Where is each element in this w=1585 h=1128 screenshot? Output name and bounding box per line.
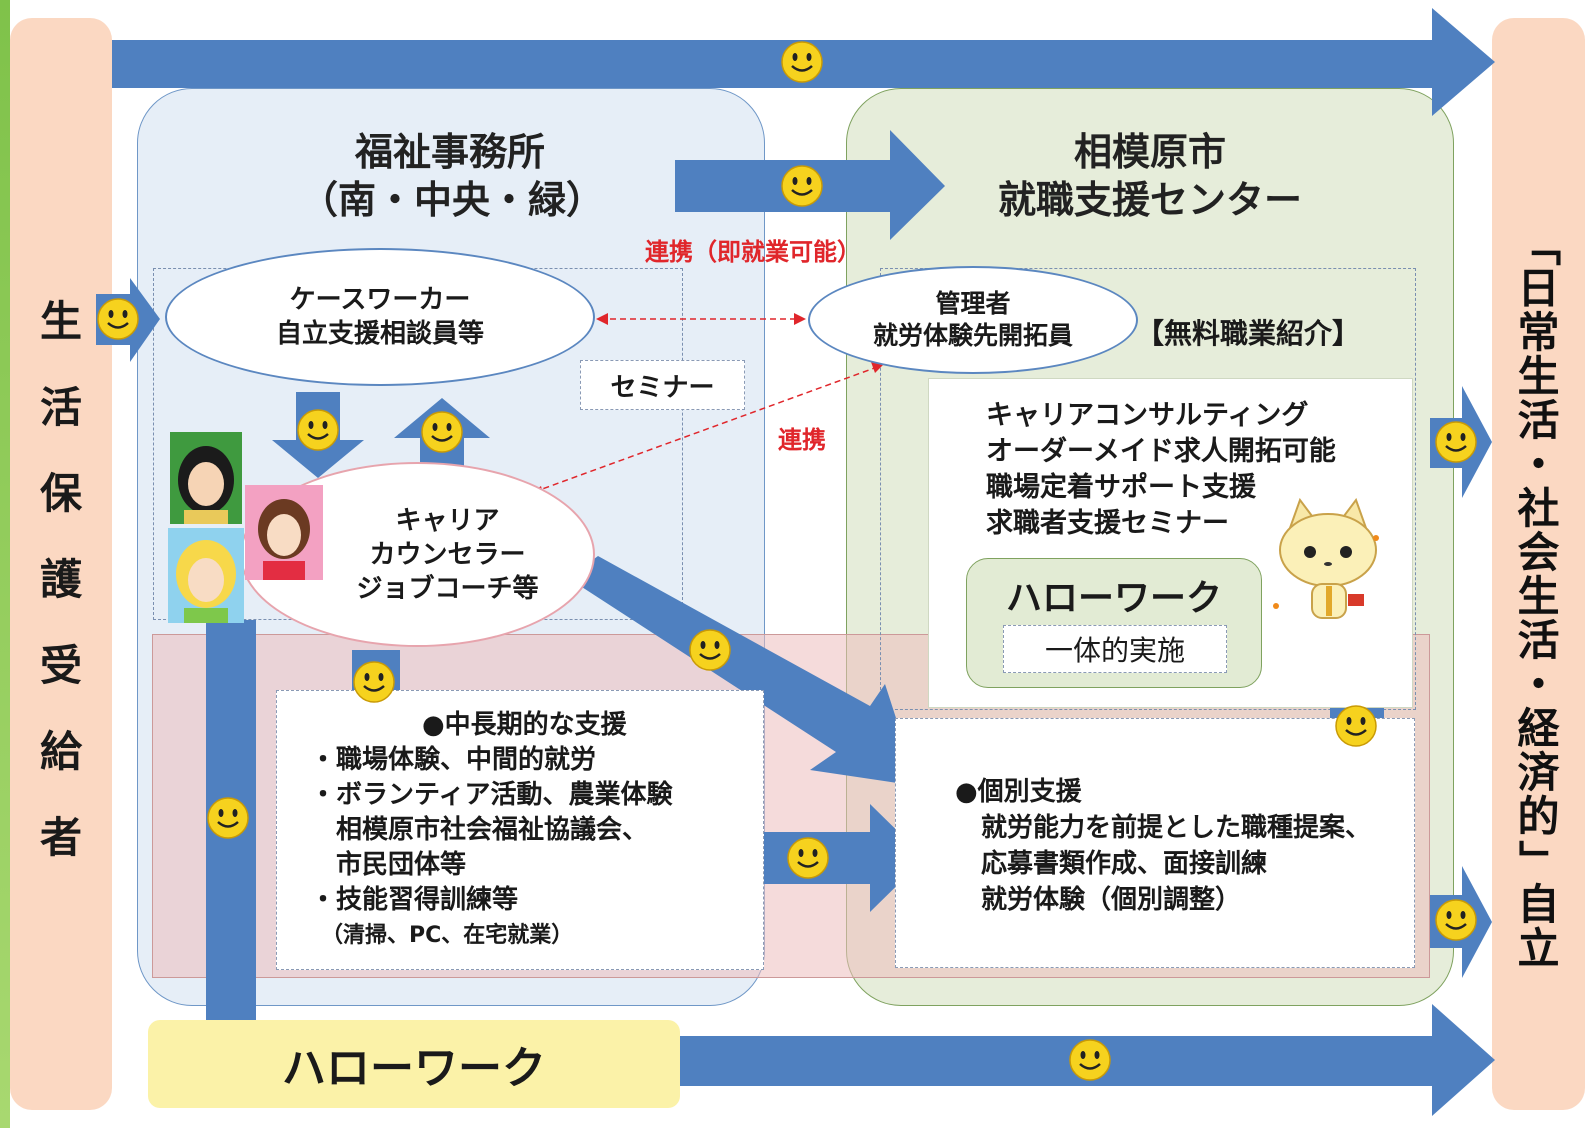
- recipient-char: 活: [39, 383, 82, 432]
- self-reliance-char: 生: [1517, 572, 1560, 621]
- service-item: 求職者支援セミナー: [986, 508, 1229, 539]
- smiley-icon: [780, 40, 824, 84]
- recipient-char: 者: [39, 813, 82, 862]
- recipient-column: 生 活 保 護 受 給 者: [10, 18, 112, 1110]
- self-reliance-char: 自: [1517, 880, 1560, 929]
- self-reliance-char: 済: [1517, 748, 1560, 797]
- self-reliance-char: ・: [1517, 440, 1560, 489]
- smiley-icon: [1334, 704, 1378, 748]
- self-reliance-char: 常: [1517, 308, 1560, 357]
- long-term-support-text: ●中長期的な支援 ・職場体験、中間的就労 ・ボランティア活動、農業体験 相模原市…: [310, 708, 672, 953]
- long-term-line: ・技能習得訓練等: [310, 885, 519, 915]
- hellowork-inner-box: ハローワーク 一体的実施: [966, 558, 1262, 688]
- free-placement-label: 【無料職業紹介】: [1136, 317, 1361, 350]
- long-term-line: ・職場体験、中間的就労: [310, 745, 597, 775]
- counselor-avatar-3: [168, 528, 244, 623]
- left-edge-stripe: [0, 0, 10, 1128]
- employment-center-title: 相模原市 就職支援センター: [997, 130, 1302, 222]
- hellowork-inner-title: ハローワーク: [1005, 578, 1222, 619]
- individual-support-box: [895, 718, 1415, 968]
- smiley-icon: [688, 628, 732, 672]
- self-reliance-char: 立: [1517, 924, 1560, 973]
- recipient-char: 給: [39, 727, 82, 776]
- welfare-office-title: 福祉事務所 （南・中央・緑）: [300, 130, 605, 222]
- seminar-box: セミナー: [580, 360, 745, 410]
- long-term-support-box: [276, 690, 764, 970]
- smiley-icon: [786, 836, 830, 880]
- self-reliance-char: 会: [1517, 528, 1560, 577]
- down-to-hellowork-arrow: [178, 620, 282, 1082]
- smiley-icon: [1434, 898, 1478, 942]
- recipient-char: 護: [39, 555, 82, 604]
- self-reliance-char: ・: [1517, 660, 1560, 709]
- service-item: 職場定着サポート支援: [986, 472, 1256, 503]
- counselor-avatar-1: [170, 432, 242, 524]
- services-list: キャリアコンサルティング オーダーメイド求人開拓可能 職場定着サポート支援 求職…: [986, 398, 1336, 542]
- self-reliance-label: 「日常生活・社会生活・経済的」自立: [1492, 223, 1585, 971]
- integrated-implementation-label: 一体的実施: [1003, 625, 1227, 673]
- smiley-icon: [352, 660, 396, 704]
- individual-heading: ●個別支援: [955, 777, 1082, 807]
- self-reliance-char: 生: [1517, 352, 1560, 401]
- caseworker-node: ケースワーカー 自立支援相談員等: [165, 248, 595, 386]
- recipient-char: 受: [39, 641, 82, 690]
- coop-link-label: 連携: [778, 426, 826, 454]
- long-term-line: 市民団体等: [310, 850, 467, 880]
- long-term-line: ・ボランティア活動、農業体験: [310, 780, 673, 810]
- hellowork-bottom-box: ハローワーク: [148, 1020, 680, 1108]
- smiley-icon: [420, 410, 464, 454]
- counselor-avatar-2: [245, 485, 323, 580]
- self-reliance-char: 経: [1517, 704, 1560, 753]
- individual-line: 応募書類作成、面接訓練: [981, 849, 1268, 879]
- smiley-icon: [96, 297, 140, 341]
- diagonal-to-individual-arrow: [568, 556, 918, 786]
- smiley-icon: [206, 796, 250, 840]
- smiley-icon: [780, 164, 824, 208]
- self-reliance-char: 社: [1517, 484, 1560, 533]
- immediate-link-label: 連携（即就業可能）: [645, 238, 861, 266]
- individual-line: 就労能力を前提とした職種提案、: [981, 813, 1372, 843]
- cat-mascot-icon: [1273, 498, 1379, 619]
- service-item: キャリアコンサルティング: [986, 400, 1309, 431]
- long-term-line: （清掃、PC、在宅就業）: [310, 923, 574, 948]
- center-dashed-area: [880, 268, 1416, 710]
- longterm-to-individual-arrow: [745, 804, 925, 912]
- service-item: オーダーメイド求人開拓可能: [986, 436, 1336, 467]
- self-reliance-char: 的: [1517, 792, 1560, 841]
- recipient-char: 生: [39, 297, 82, 346]
- self-reliance-char: 活: [1517, 396, 1560, 445]
- individual-support-text: ●個別支援 就労能力を前提とした職種提案、 応募書類作成、面接訓練 就労体験（個…: [955, 774, 1371, 918]
- smiley-icon: [1068, 1038, 1112, 1082]
- long-term-heading: ●中長期的な支援: [422, 710, 627, 740]
- smiley-icon: [1434, 420, 1478, 464]
- smiley-icon: [296, 408, 340, 452]
- manager-node: 管理者 就労体験先開拓員: [808, 266, 1138, 374]
- self-reliance-column: 「日常生活・社会生活・経済的」自立: [1492, 18, 1585, 1110]
- self-reliance-char: 日: [1517, 264, 1560, 313]
- individual-line: 就労体験（個別調整）: [981, 885, 1242, 915]
- self-reliance-char: 活: [1517, 616, 1560, 665]
- recipient-char: 保: [39, 469, 82, 518]
- link-line: [533, 365, 881, 493]
- long-term-line: 相模原市社会福祉協議会、: [310, 815, 649, 845]
- hellowork-bottom-label: ハローワーク: [282, 1043, 546, 1094]
